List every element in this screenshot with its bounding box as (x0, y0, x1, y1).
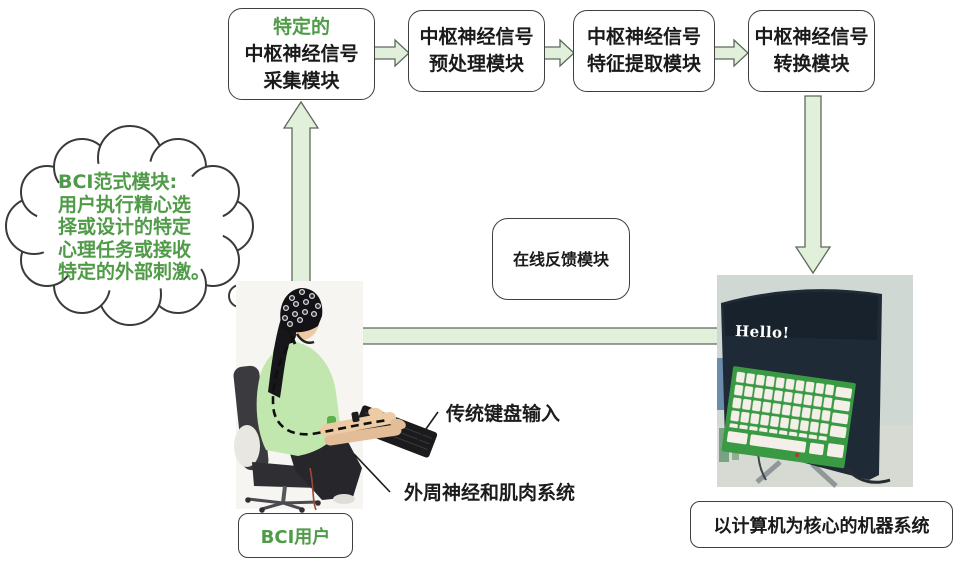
arrow-preprocess-to-feature (543, 38, 575, 68)
arrow-user-to-acquisition (282, 100, 320, 288)
bci-user-label-box: BCI用户 (238, 513, 353, 558)
bci-user-photo (233, 281, 438, 513)
machine-monitor-photo (717, 275, 913, 488)
eeg-cap-icon (280, 288, 323, 345)
online-feedback-box: 在线反馈模块 (492, 218, 630, 300)
arrow-translate-to-machine (794, 95, 832, 275)
keyboard-callout-line (415, 411, 439, 444)
flow-box-acquisition: 特定的 中枢神经信号 采集模块 (228, 8, 375, 100)
flow-arrows (282, 38, 832, 356)
paradigm-cloud-text: BCI范式模块: 用户执行精心选 择或设计的特定 心理任务或接收 特定的外部刺激… (58, 171, 211, 283)
machine-system-label-box: 以计算机为核心的机器系统 (690, 501, 953, 548)
callout-lines (353, 411, 439, 493)
arrow-machine-to-user (339, 316, 723, 356)
arrow-acquisition-to-preprocess (373, 38, 410, 68)
flow-box-feature-extraction: 中枢神经信号 特征提取模块 (573, 10, 715, 92)
keyboard-input-label: 传统键盘输入 (446, 403, 561, 425)
acquisition-highlight: 特定的 (272, 15, 330, 38)
thought-cloud-icon (5, 125, 268, 329)
onscreen-keyboard (721, 366, 856, 469)
arrow-feature-to-translate (713, 38, 749, 68)
nerves-callout-line (353, 453, 391, 493)
flow-box-translation: 中枢神经信号 转换模块 (748, 10, 875, 92)
monitor-screen-text: Hello! (734, 322, 791, 342)
peripheral-nerves-label: 外周神经和肌肉系统 (404, 482, 576, 504)
flow-box-preprocess: 中枢神经信号 预处理模块 (408, 10, 545, 92)
